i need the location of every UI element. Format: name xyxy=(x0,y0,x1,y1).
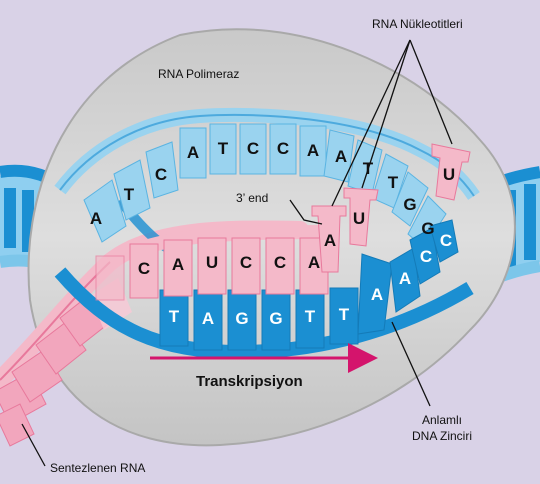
coding-base: A xyxy=(187,143,199,162)
template-base: G xyxy=(235,309,248,328)
free-nucleotide-base: U xyxy=(443,165,455,184)
rna-base: U xyxy=(353,209,365,228)
template-strand-backbone xyxy=(54,267,474,360)
template-base: G xyxy=(269,309,282,328)
coding-base: T xyxy=(218,139,229,158)
coding-base: A xyxy=(335,147,347,166)
template-base: T xyxy=(339,305,350,324)
coding-base: C xyxy=(277,139,289,158)
rna-strand-backbone xyxy=(106,225,321,269)
template-base: C xyxy=(420,247,432,266)
rna-base: C xyxy=(274,253,286,272)
coding-base: G xyxy=(421,219,434,238)
rna-strand-bases xyxy=(95,237,329,301)
rna-base: C xyxy=(138,259,150,278)
template-base: T xyxy=(169,307,180,326)
synthesized-rna-label: Sentezlenen RNA xyxy=(50,461,145,475)
coding-base: C xyxy=(155,165,167,184)
template-base: A xyxy=(202,309,214,328)
template-base: T xyxy=(305,307,316,326)
template-base: A xyxy=(371,285,383,304)
coding-base: T xyxy=(388,173,399,192)
rna-base: A xyxy=(172,255,184,274)
rna-base: U xyxy=(206,253,218,272)
rna-strand-letters: C A U C C A A U U xyxy=(138,165,455,278)
coding-base: G xyxy=(403,195,416,214)
rna-incoming-nucleotides xyxy=(311,143,471,273)
template-strand-letters: T A G G T T A A C C xyxy=(169,231,452,328)
three-prime-end-label: 3’ end xyxy=(236,191,268,205)
coding-base: A xyxy=(307,141,319,160)
pointer-lines xyxy=(21,39,453,467)
rna-base: A xyxy=(324,231,336,250)
coding-strand-letters: A T C A T C C A A T T G G xyxy=(90,139,435,238)
rna-base: C xyxy=(240,253,252,272)
rna-base: A xyxy=(308,253,320,272)
template-base: A xyxy=(399,269,411,288)
coding-base: A xyxy=(90,209,102,228)
template-strand-bases xyxy=(159,219,459,351)
coding-base: T xyxy=(124,185,135,204)
coding-base: C xyxy=(247,139,259,158)
template-base: C xyxy=(440,231,452,250)
sense-strand-label-line1: Anlamlı xyxy=(422,413,462,427)
transcription-label: Transkripsiyon xyxy=(196,373,303,390)
sense-strand-label-line2: DNA Zinciri xyxy=(412,429,472,443)
rna-nucleotides-label: RNA Nükleotitleri xyxy=(372,17,463,31)
rna-polymerase-label: RNA Polimeraz xyxy=(158,67,239,81)
